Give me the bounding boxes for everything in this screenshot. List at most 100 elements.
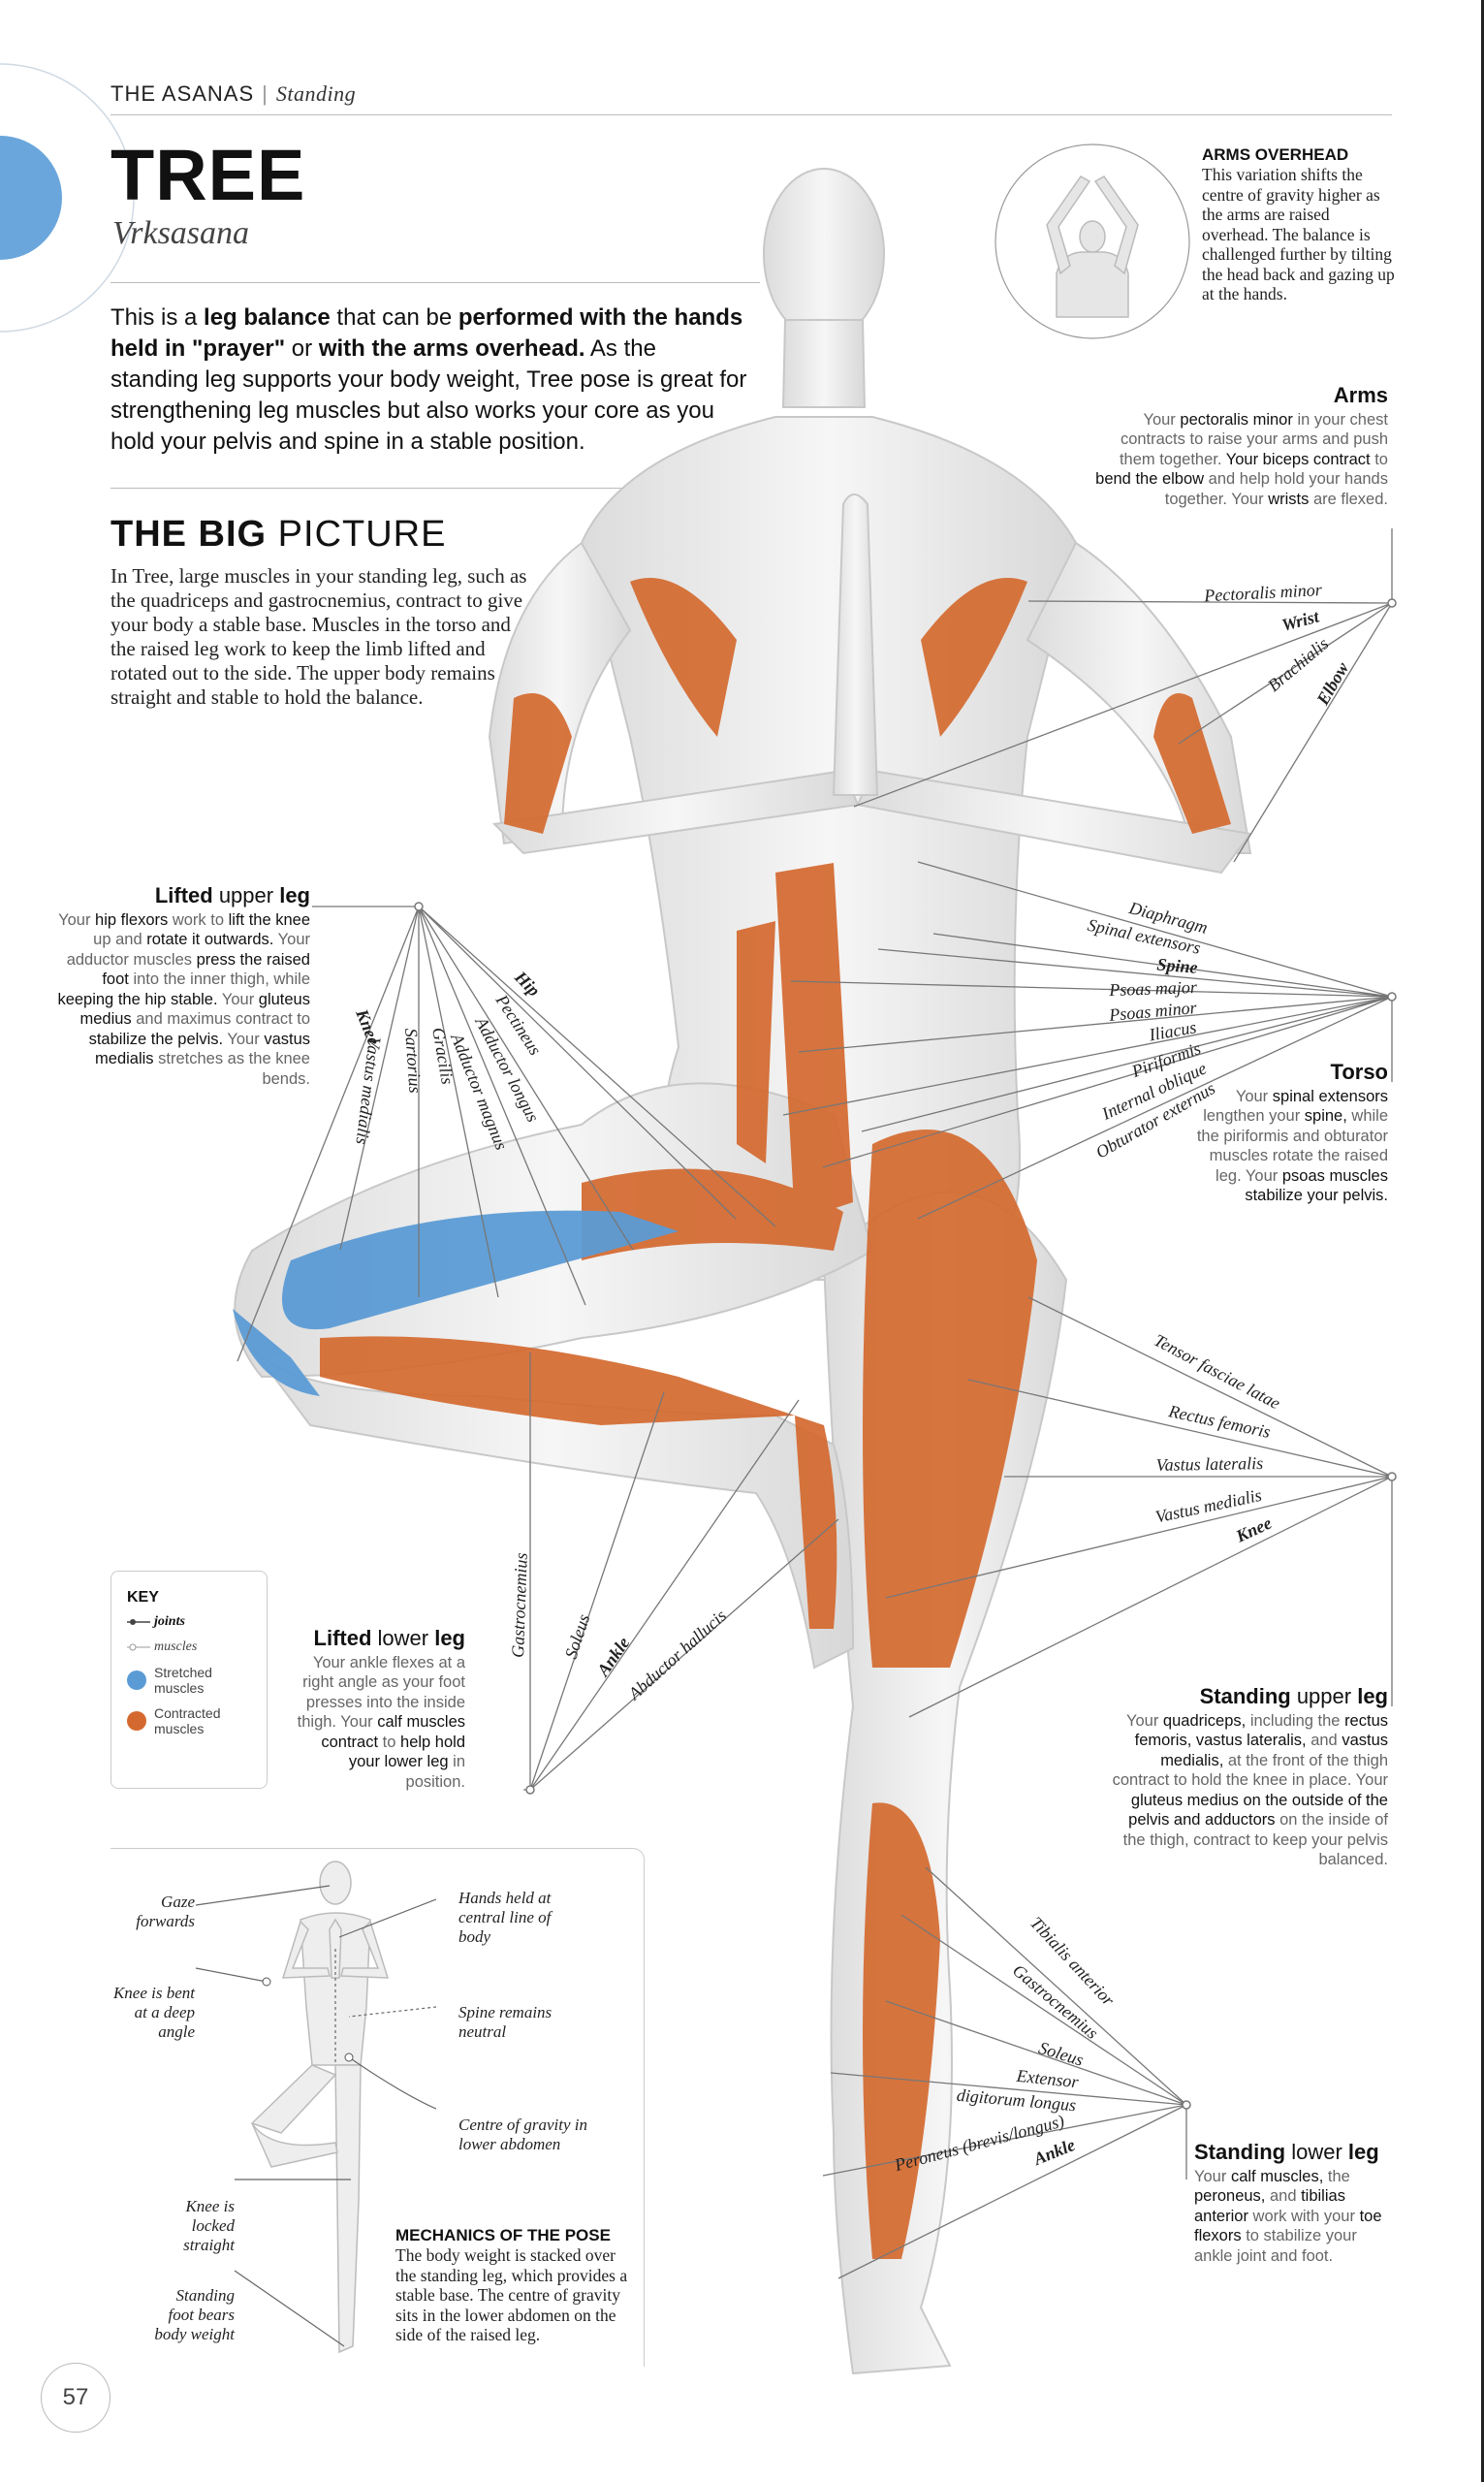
emphasis-text: Lifted [154,883,213,907]
text-run: lower [1285,2140,1348,2164]
lifted-lower-leg-note: Lifted lower leg Your ankle flexes at a … [291,1626,465,1793]
section-tab-graphic [0,63,135,333]
text-run: Your ankle flexes at a right angle as yo… [297,1653,465,1732]
big-picture-heading: THE BIG PICTURE [111,514,446,556]
text-run: Your [223,1030,265,1048]
lifted-upper-leg-note: Lifted upper leg Your hip flexors work t… [48,883,310,1090]
mech-label-hands: Hands held at central line of body [458,1889,552,1946]
text-run: into the inner thigh, while [128,971,310,988]
torso-heading: Torso [1183,1060,1388,1084]
emphasis-text: vastus medialis, [1160,1732,1388,1769]
emphasis-text: bend the elbow [1095,470,1205,488]
standing-lower-leg-text: Your calf muscles, the peroneus, and tib… [1194,2167,1388,2267]
lifted-upper-leg-heading: Lifted upper leg [48,883,310,907]
text-run: Your [1194,2167,1231,2185]
mech-label-knee-locked: Knee is locked straight [183,2197,235,2254]
key-label-contracted: Contracted muscles [154,1705,221,1736]
mechanics-box [111,1848,645,2367]
mech-label-gaze: Gaze forwards [136,1893,195,1930]
standing-lower-leg-heading: Standing lower leg [1194,2140,1388,2164]
mech-label-knee-bent: Knee is bent at a deep angle [112,1984,195,2041]
text-run: while the piriformis and obturator muscl… [1196,1107,1388,1185]
contracted-swatch [127,1711,146,1731]
text-run: up and [93,931,147,948]
torso-note: Torso Your spinal extensors lengthen you… [1183,1060,1388,1206]
emphasis-text: leg [434,1626,465,1650]
emphasis-text: Arms [1333,383,1388,407]
torso-text: Your spinal extensors lengthen your spin… [1183,1087,1388,1206]
text-run: upper [212,883,280,907]
label-elbow: Elbow [1312,658,1353,709]
text-run: work to [168,910,229,929]
arms-text: Your pectoralis minor in your chest cont… [1095,410,1388,510]
label-hip: Hip [510,967,544,1001]
emphasis-text: tibilias anterior [1194,2187,1345,2225]
arms-note: Arms Your pectoralis minor in your chest… [1095,383,1388,510]
mechanics-text: The body weight is stacked over the stan… [395,2245,628,2344]
header-rule [111,114,1392,115]
standing-upper-leg-text: Your quadriceps, including the rectus fe… [1105,1711,1388,1870]
subsection-name: Standing [275,81,357,106]
key-item-muscles: muscles [127,1639,251,1655]
emphasis-text: leg [1357,1684,1388,1708]
emphasis-text: calf muscles contract [321,1713,465,1751]
lifted-lower-leg-text: Your ankle flexes at a right angle as yo… [291,1653,465,1793]
label-psoas-major: Psoas major [1108,977,1198,1000]
text-run: the [1323,2167,1350,2185]
emphasis-text: Standing [1199,1684,1291,1708]
standing-upper-leg-note: Standing upper leg Your quadriceps, incl… [1105,1684,1388,1870]
key-legend: KEY joints muscles Stretched muscles Con… [111,1571,268,1789]
emphasis-text: psoas muscles stabilize your pelvis. [1245,1166,1388,1205]
emphasis-text: spinal extensors [1272,1087,1388,1105]
label-soleus-standing: Soleus [1036,2038,1086,2070]
label-spine: Spine [1156,954,1199,977]
text-run: upper [1290,1684,1358,1708]
emphasis-text: peroneus, [1194,2187,1266,2205]
text-run: Your [1235,1087,1273,1105]
text-run: to [378,1733,401,1751]
label-vastus-medialis-lifted: Vastus medialis [352,1036,384,1146]
text-run: including the [1246,1711,1345,1730]
arms-overhead-text: This variation shifts the centre of grav… [1202,165,1395,303]
text-run: are flexed. [1309,490,1388,508]
key-item-contracted: Contracted muscles [127,1705,251,1736]
emphasis-text: performed with the hands held in "prayer… [111,304,743,362]
text-run: to stabilize your ankle joint and foot. [1194,2227,1357,2265]
big-picture-text: In Tree, large muscles in your standing … [111,564,527,709]
key-label-joints: joints [154,1614,185,1629]
joint-marker-icon [127,1617,154,1627]
text-run: Your adductor muscles [66,931,310,969]
leader-lines [237,528,1393,2279]
lifted-upper-leg-text: Your hip flexors work to lift the knee u… [48,910,310,1090]
text-run: This is a [111,304,205,331]
key-label-stretched: Stretched muscles [154,1665,212,1696]
emphasis-text: press the raised foot [102,950,310,989]
emphasis-text: leg [279,883,310,907]
emphasis-text: toe flexors [1194,2207,1382,2245]
text-run: Your [58,910,96,929]
label-abductor-hallucis: Abductor hallucis [624,1606,731,1704]
emphasis-text: calf muscles, [1230,2167,1324,2185]
text-run: and [1265,2187,1302,2205]
text-run: on the inside of the thigh, contract to … [1122,1811,1388,1868]
emphasis-text: gluteus medius [79,990,310,1029]
sanskrit-name: Vrksasana [112,215,250,251]
arms-heading: Arms [1095,383,1388,407]
label-ankle-lifted: Ankle [592,1634,633,1680]
emphasis-text: Standing [1194,2140,1286,2164]
emphasis-text: rectus femoris, vastus lateralis, [1134,1711,1388,1750]
label-anchors [414,598,1397,2110]
page-title: TREE [111,135,306,215]
emphasis-text: spine, [1304,1107,1347,1125]
label-rectus-femoris: Rectus femoris [1166,1401,1272,1442]
label-soleus-lifted: Soleus [561,1611,594,1661]
lifted-lower-leg-heading: Lifted lower leg [291,1626,465,1650]
emphasis-text: Your biceps contract [1225,450,1371,468]
text-run: and [1306,1732,1342,1749]
key-label-muscles: muscles [154,1639,198,1654]
label-ankle-standing: Ankle [1030,2135,1078,2169]
label-extensor: Extensor [1015,2066,1081,2092]
emphasis-text: Lifted [313,1626,372,1650]
emphasis-text: Torso [1330,1060,1388,1084]
intro-paragraph: This is a leg balance that can be perfor… [111,302,750,458]
